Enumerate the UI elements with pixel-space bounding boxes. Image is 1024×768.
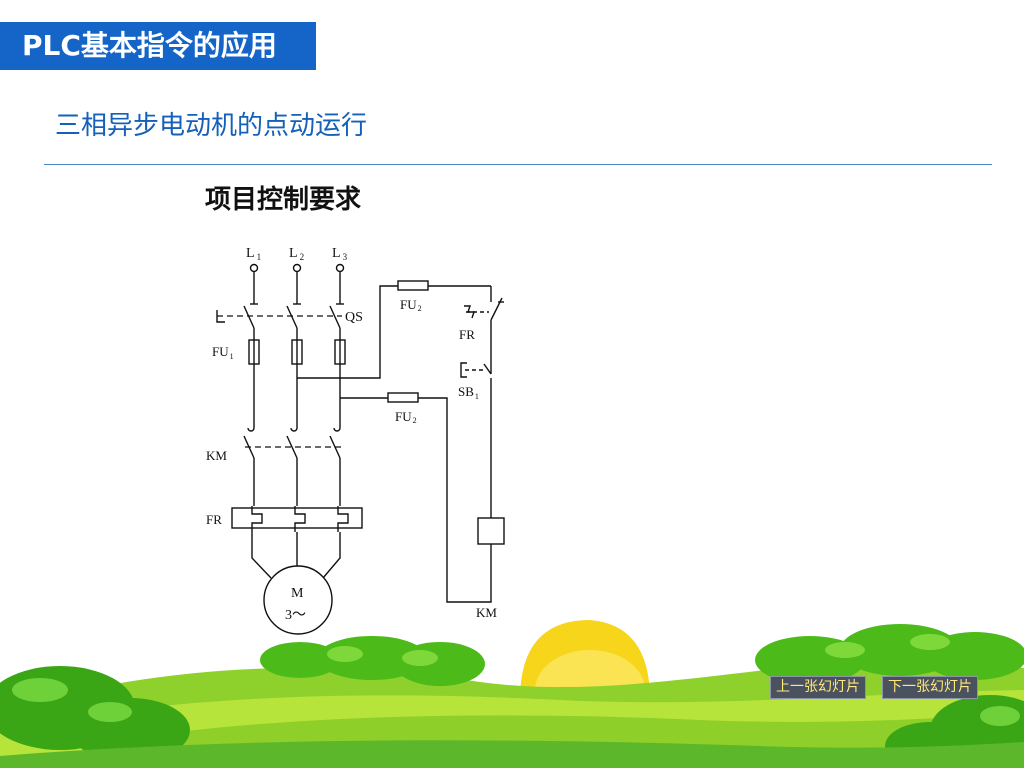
label-sb1: SB1 xyxy=(458,384,479,401)
fu2-mid-fuse xyxy=(387,392,419,403)
label-fr-contact: FR xyxy=(459,327,475,342)
label-fu2-top: FU2 xyxy=(400,297,422,313)
label-fu1: FU1 xyxy=(212,344,234,361)
section-heading: 项目控制要求 xyxy=(205,185,362,215)
motor xyxy=(263,565,333,635)
title-bar: PLC基本指令的应用 xyxy=(0,22,316,70)
fr-nc-contact xyxy=(464,286,504,364)
label-fu2-mid: FU2 xyxy=(395,409,417,425)
sb1-button xyxy=(460,362,492,518)
fu2-top-fuse xyxy=(397,280,429,291)
supply-terminals xyxy=(249,263,345,305)
header-divider xyxy=(44,164,992,165)
subtitle: 三相异步电动机的点动运行 xyxy=(55,111,368,141)
qs-switch xyxy=(216,305,342,344)
prev-slide-button[interactable]: 上一张幻灯片 xyxy=(770,676,866,699)
bushes-front-light xyxy=(12,678,1020,726)
bushes-highlight xyxy=(327,634,950,666)
km-coil xyxy=(477,517,505,545)
label-km-coil: KM xyxy=(476,605,497,620)
label-motor-m: M xyxy=(291,586,304,601)
foreground xyxy=(0,740,1024,768)
landscape-illustration xyxy=(0,620,1024,768)
label-fr-relay: FR xyxy=(206,512,222,527)
control-taps xyxy=(297,285,400,399)
label-km-main: KM xyxy=(206,448,227,463)
fu1-fuses xyxy=(248,339,346,365)
km-main-contacts xyxy=(243,427,343,506)
next-slide-button[interactable]: 下一张幻灯片 xyxy=(882,676,978,699)
label-qs: QS xyxy=(345,310,363,325)
label-motor-phase: 3～ xyxy=(285,608,306,623)
fr-thermal-relay xyxy=(231,506,363,532)
page-title: PLC基本指令的应用 xyxy=(22,29,277,62)
